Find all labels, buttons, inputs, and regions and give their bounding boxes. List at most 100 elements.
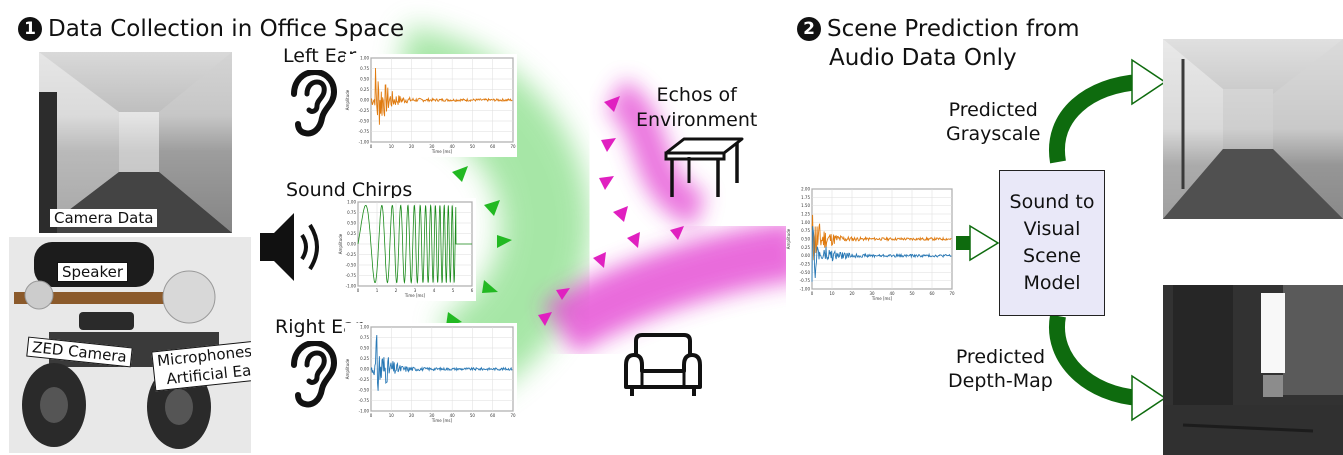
chirp-plot-ytick: -0.75	[346, 273, 357, 278]
step-1-badge: 1	[18, 17, 42, 41]
right-ear-plot-xtick: 70	[510, 413, 516, 418]
chirp-arrow	[482, 280, 498, 293]
echo-arrow	[670, 226, 684, 240]
robot-photo: Speaker ZED Camera Microphones in Artifi…	[9, 237, 251, 453]
camera-photo: Camera Data	[39, 52, 232, 233]
combined-plot-xtick: 40	[889, 291, 895, 296]
echo-arrow	[604, 96, 620, 112]
depth-map-image	[1163, 285, 1343, 455]
combined-plot-ytick: 0.75	[801, 228, 810, 233]
left-ear-plot-xtick: 30	[429, 144, 435, 149]
hallway-image	[39, 52, 232, 233]
combined-plot-ytick: 1.25	[801, 212, 810, 217]
chirp-plot-xtick: 4	[433, 288, 436, 293]
combined-plot-xtick: 10	[829, 291, 835, 296]
sound-to-visual-model-box: Sound to Visual Scene Model	[999, 170, 1105, 316]
section2-title-line2: Audio Data Only	[829, 45, 1017, 71]
chirp-plot-xtick: 1	[376, 288, 379, 293]
model-label: Sound to Visual Scene Model	[1010, 189, 1095, 297]
combined-plot-ytick: 1.50	[801, 203, 810, 208]
predicted-grayscale-line1: Predicted	[948, 99, 1038, 121]
combined-plot-xtick: 20	[849, 291, 855, 296]
combined-plot-xtick: 60	[929, 291, 935, 296]
left-ear-signal	[370, 67, 513, 125]
combined-plot-xlabel: Time [ms]	[871, 296, 893, 301]
combined-plot-xtick: 50	[909, 291, 915, 296]
combined-plot-ytick: 0.00	[801, 253, 810, 258]
section2-title-line1: Scene Prediction from	[827, 16, 1080, 42]
input-arrowhead	[969, 224, 1000, 262]
chirp-signal	[357, 204, 472, 284]
combined-plot-ytick: 0.50	[801, 237, 810, 242]
echo-arrow	[599, 176, 614, 190]
combined-signal-plot: 2.001.751.501.251.000.750.500.250.00-0.2…	[786, 185, 956, 310]
echo-arrow	[593, 252, 606, 268]
combined-left-signal	[811, 214, 952, 261]
table-icon	[664, 137, 744, 197]
chirp-plot-xtick: 5	[452, 288, 455, 293]
combined-plot-ytick: -0.50	[800, 270, 811, 275]
chirp-plot-ylabel: Amplitude	[338, 233, 343, 254]
echos-label: Echos of Environment	[636, 83, 757, 133]
chirp-plot-ytick: -0.50	[346, 263, 357, 268]
combined-plot-ylabel: Amplitude	[786, 228, 791, 249]
chirp-plot-ytick: -0.25	[346, 252, 357, 257]
section1-title-text: Data Collection in Office Space	[48, 16, 405, 42]
arrow-to-depth	[1049, 314, 1141, 406]
chirp-plot-xtick: 6	[471, 288, 474, 293]
chirp-arrow	[484, 200, 500, 216]
left-ear-plot: 1.000.750.500.250.00-0.25-0.50-0.75-1.00…	[345, 54, 517, 157]
right-ear-label: Right Ear	[275, 316, 363, 338]
combined-plot-ytick: -0.25	[800, 262, 811, 267]
left-ear-plot-ylabel: Amplitude	[345, 89, 350, 110]
grayscale-arrowhead	[1131, 58, 1167, 106]
step-2-badge: 2	[797, 17, 821, 41]
combined-plot-ytick: 1.75	[801, 195, 810, 200]
right-ear-plot-ytick: -0.25	[359, 377, 370, 382]
model-label-line3: Scene	[1023, 245, 1081, 267]
right-ear-plot-xtick: 20	[409, 413, 415, 418]
arrow-to-grayscale	[1049, 74, 1141, 164]
speaker-icon	[260, 213, 319, 281]
left-ear-plot-xtick: 0	[370, 144, 373, 149]
left-ear-icon	[291, 70, 337, 137]
depth-arrowhead	[1131, 374, 1167, 422]
combined-plot-ytick: 1.00	[801, 220, 810, 225]
right-ear-plot-xtick: 0	[370, 413, 373, 418]
right-ear-plot-xtick: 50	[470, 413, 476, 418]
left-ear-plot-ytick: -1.00	[359, 140, 370, 145]
echos-label-line2: Environment	[636, 109, 758, 131]
predicted-depth-line2: Depth-Map	[948, 370, 1053, 392]
chirp-plot-ytick: 0.75	[347, 210, 356, 215]
chirp-plot-ytick: 0.50	[347, 221, 356, 226]
grayscale-hallway-image	[1163, 39, 1343, 219]
prediction-arrows	[954, 58, 1167, 422]
right-ear-plot-xlabel: Time [ms]	[431, 418, 453, 423]
echo-arrow	[613, 206, 628, 222]
left-ear-plot-xtick: 70	[510, 144, 516, 149]
sound-chirps-plot: 1.000.750.500.250.00-0.25-0.50-0.75-1.00…	[338, 198, 476, 301]
right-ear-icon	[291, 341, 337, 408]
left-ear-plot-ytick: -0.50	[359, 119, 370, 124]
combined-plot-ytick: -0.75	[800, 278, 811, 283]
model-label-line1: Sound to	[1009, 191, 1095, 213]
combined-plot-xtick: 30	[869, 291, 875, 296]
chirp-arrow	[452, 166, 468, 182]
right-ear-plot-xtick: 30	[429, 413, 435, 418]
predicted-grayscale-label: Predicted Grayscale	[946, 98, 1040, 146]
right-ear-plot-ytick: -0.75	[359, 398, 370, 403]
predicted-depth-label: Predicted Depth-Map	[948, 345, 1053, 393]
combined-plot-ytick: 0.25	[801, 245, 810, 250]
predicted-depth-line1: Predicted	[955, 346, 1046, 368]
right-ear-plot-ytick: 0.75	[360, 335, 369, 340]
left-ear-plot-ytick: -0.75	[359, 129, 370, 134]
chirp-plot-ytick: 0.25	[347, 231, 356, 236]
left-ear-plot-ytick: 0.50	[360, 77, 369, 82]
right-ear-plot-xtick: 40	[450, 413, 456, 418]
combined-plot-xtick: 70	[949, 291, 955, 296]
left-ear-plot-xtick: 10	[389, 144, 395, 149]
model-label-line2: Visual	[1023, 218, 1081, 240]
right-ear-plot-ytick: 0.50	[360, 346, 369, 351]
left-ear-plot-ytick: 0.00	[360, 98, 369, 103]
